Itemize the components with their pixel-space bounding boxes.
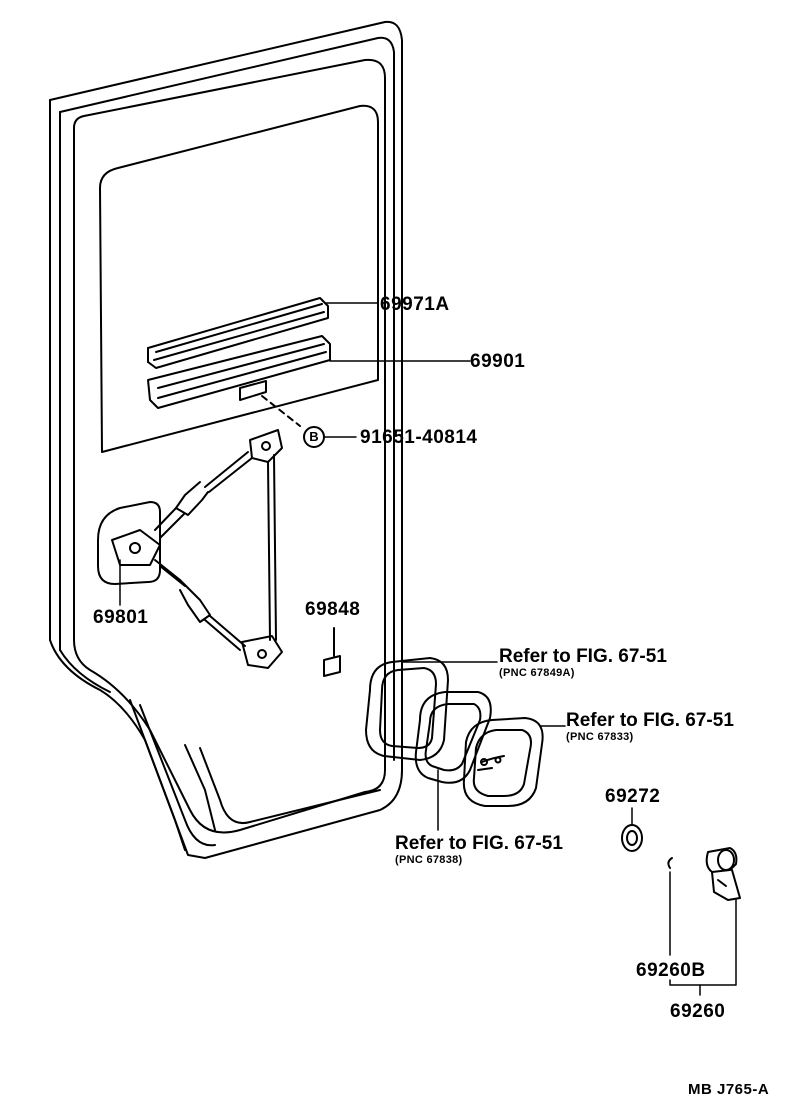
part-number-91651-40814: 91651-40814 [360, 427, 478, 448]
bezel-67833 [462, 717, 544, 807]
reference-leaders [401, 661, 566, 831]
gasket-67838 [414, 691, 492, 784]
part-number-69901: 69901 [470, 351, 526, 372]
part-leaders [119, 39, 471, 651]
run-channel-69901 [147, 335, 331, 409]
reference-fig-67-51-c: Refer to FIG. 67-51 [395, 833, 563, 854]
part-number-69260: 69260 [670, 1001, 726, 1022]
reference-pnc-67849A: (PNC 67849A) [499, 667, 575, 679]
reference-pnc-67838: (PNC 67838) [395, 854, 463, 866]
handle-recess [97, 501, 161, 585]
part-number-69272: 69272 [605, 786, 661, 807]
lock-cylinder-69260 [667, 847, 741, 996]
diagram-code: MB J765-A [688, 1081, 770, 1098]
clip-69848 [323, 627, 341, 677]
part-number-69801: 69801 [93, 607, 149, 628]
reference-fig-67-51-a: Refer to FIG. 67-51 [499, 646, 667, 667]
ring-69272 [621, 807, 643, 852]
window-opening [99, 104, 379, 453]
run-channel-69971A [147, 297, 329, 369]
bolt-leader [261, 395, 301, 427]
window-regulator [111, 429, 283, 669]
part-number-69848: 69848 [305, 599, 361, 620]
part-number-69971A: 69971A [380, 294, 450, 315]
reference-pnc-67833: (PNC 67833) [566, 731, 634, 743]
bolt-marker-b: B [303, 426, 325, 448]
gasket-67849A [365, 657, 449, 761]
part-number-69260B: 69260B [636, 960, 706, 981]
reference-fig-67-51-b: Refer to FIG. 67-51 [566, 710, 734, 731]
